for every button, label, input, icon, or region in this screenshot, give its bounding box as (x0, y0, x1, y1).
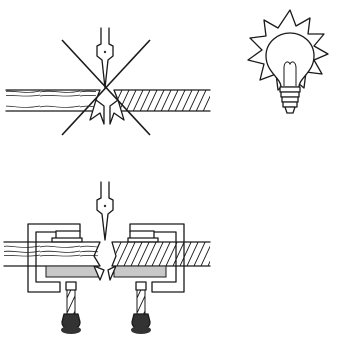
lightbulb-icon (247, 9, 329, 114)
cutter-blade-icon (96, 181, 114, 241)
correct-cutting-panel (3, 181, 211, 334)
bulb-base (279, 86, 301, 114)
cutter-blade-icon (96, 27, 114, 89)
broken-ends (89, 99, 125, 125)
incorrect-cutting-panel (5, 27, 211, 136)
right-clamp (107, 223, 211, 334)
incorrect-cross-icon (61, 39, 151, 136)
board-right (113, 89, 211, 112)
board-left (5, 89, 101, 112)
left-clamp (3, 223, 105, 334)
